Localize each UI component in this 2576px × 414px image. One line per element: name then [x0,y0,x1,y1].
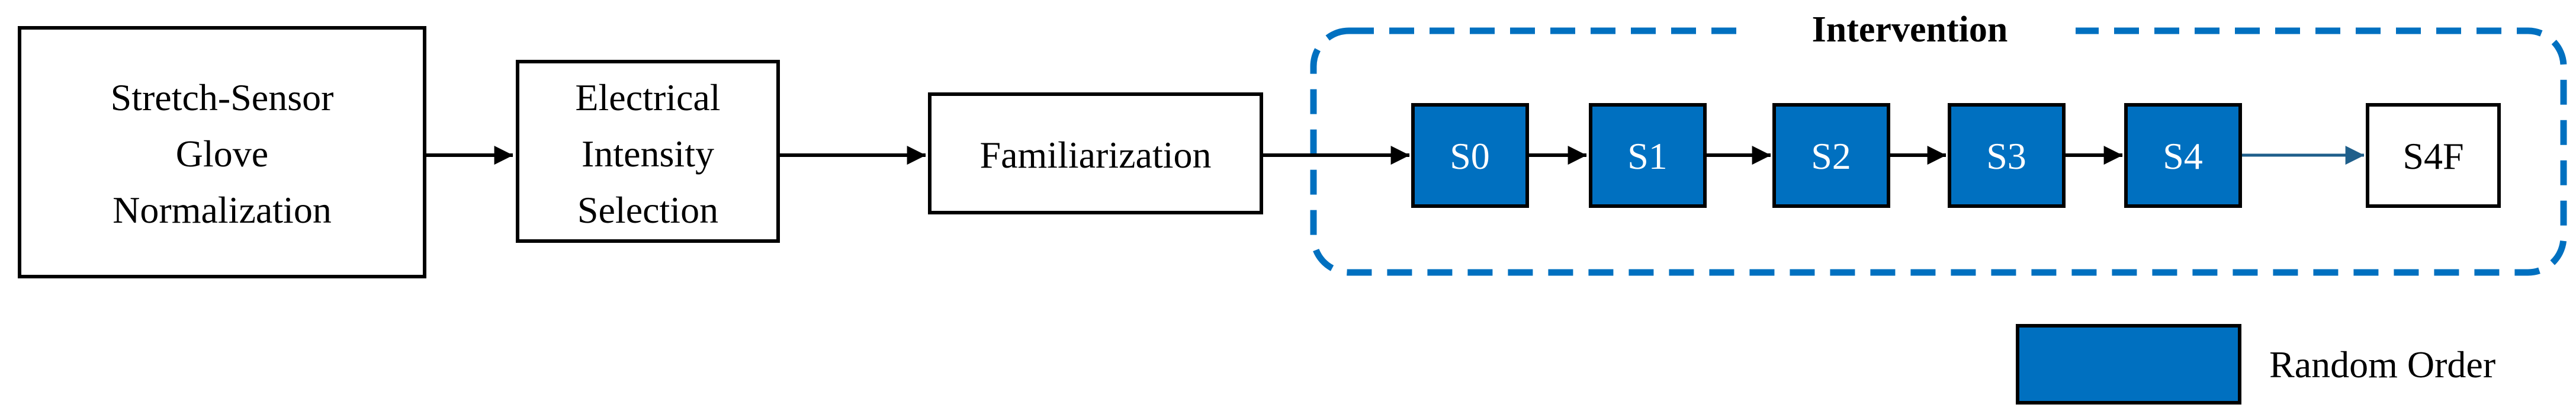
session-s4-box [2124,103,2242,208]
legend: Random Order [2016,324,2495,405]
intervention-group [1310,27,2567,276]
session-s4-label: S4 [2163,135,2203,177]
step-normalization-line2: Glove [176,133,268,175]
session-s4f-box [2366,103,2501,208]
session-s4f-label: S4F [2402,135,2463,177]
step-familiarization: Familiarization [928,92,1263,214]
intervention-title: Intervention [1812,9,2008,50]
step-intensity: Electrical Intensity Selection [516,60,780,243]
legend-swatch [2016,324,2241,405]
session-s3-box [1948,103,2066,208]
step-intensity-line3: Selection [577,189,718,231]
session-s0-label: S0 [1450,135,1490,177]
session-s2-box [1772,103,1890,208]
step-normalization: Stretch-Sensor Glove Normalization [18,26,426,278]
session-s2-label: S2 [1811,135,1851,177]
step-normalization-line3: Normalization [113,189,332,231]
step-normalization-line1: Stretch-Sensor [111,76,334,118]
session-s3-label: S3 [1986,135,2026,177]
step-intensity-line2: Intensity [582,133,714,175]
step-familiarization-label: Familiarization [980,134,1212,176]
legend-label: Random Order [2269,344,2495,386]
step-intensity-box [516,60,780,243]
intervention-title-background [1744,4,2076,57]
session-s1-box [1589,103,1707,208]
step-intensity-line1: Electrical [575,76,720,118]
session-s1-label: S1 [1627,135,1668,177]
session-s0-box [1411,103,1529,208]
step-normalization-box [18,26,426,278]
step-familiarization-box [928,92,1263,214]
